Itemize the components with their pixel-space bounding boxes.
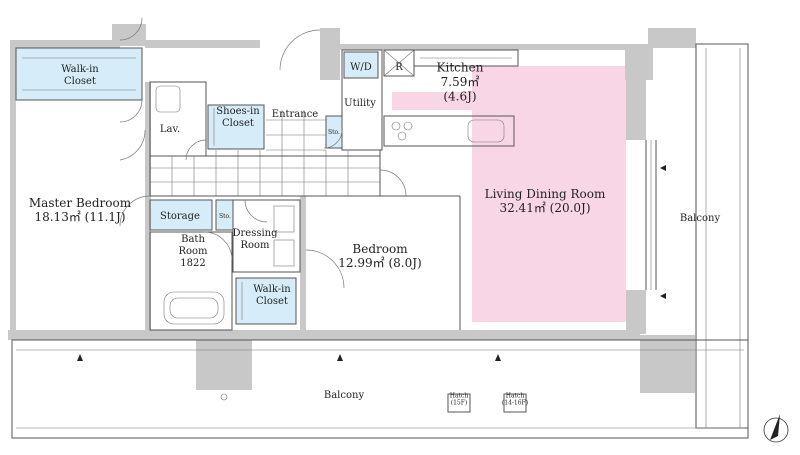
north-arrow-icon	[763, 414, 789, 443]
storage-small-1-label: Sto.	[328, 129, 340, 136]
shoes-in-closet-fill	[208, 105, 264, 149]
refrigerator-label: R	[395, 62, 403, 73]
storage-fill	[150, 200, 212, 230]
walk-in-closet-2-fill	[236, 278, 296, 324]
lav-label: Lav.	[160, 124, 180, 135]
door-swings	[119, 17, 407, 289]
utility-label: Utility	[344, 98, 376, 109]
hatch-14-16f-label: Hatch(14-16F)	[502, 392, 528, 406]
balcony-bottom-label: Balcony	[324, 390, 365, 401]
living-dining-highlight	[472, 66, 626, 322]
storage-label: Storage	[160, 211, 200, 222]
balcony-bottom-area	[11, 339, 749, 439]
wd-fill	[344, 52, 378, 78]
storage-small-2-label: Sto.	[219, 213, 231, 220]
balcony-right-label: Balcony	[680, 213, 721, 224]
walk-in-closet-1-fill	[16, 48, 142, 100]
hatch-15f-label: Hatch(15F)	[450, 392, 469, 406]
balcony-right-area	[695, 43, 749, 429]
kitchen-highlight	[392, 92, 482, 110]
interior-lines	[15, 47, 657, 331]
entrance-label: Entrance	[272, 109, 319, 120]
entrance-tiles	[150, 110, 380, 197]
storage-small-2-fill	[216, 200, 233, 230]
window-markers	[77, 165, 666, 361]
storage-small-1-fill	[326, 116, 342, 148]
wd-label: W/D	[350, 62, 372, 73]
